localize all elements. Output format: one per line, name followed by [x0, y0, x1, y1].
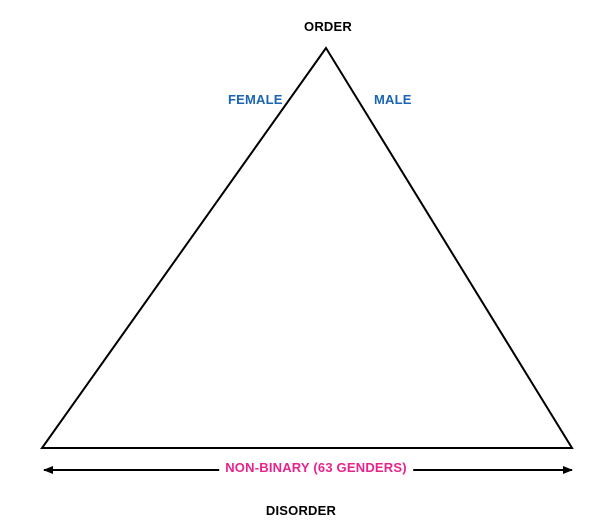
non-binary-label: NON-BINARY (63 GENDERS)	[219, 460, 413, 476]
triangle-shape	[40, 46, 574, 449]
order-label: ORDER	[304, 19, 352, 34]
male-label: MALE	[374, 92, 412, 107]
disorder-label: DISORDER	[265, 503, 337, 518]
female-label: FEMALE	[228, 92, 283, 107]
